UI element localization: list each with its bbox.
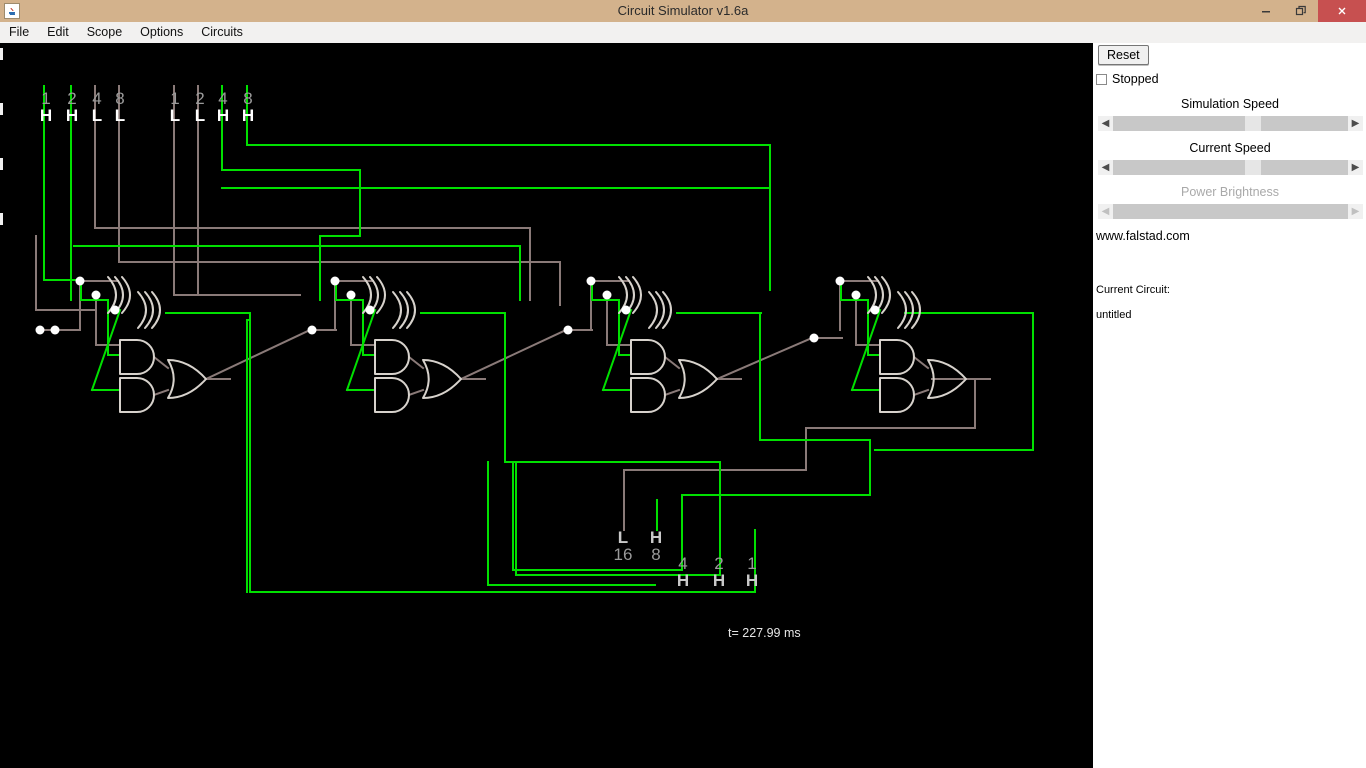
reset-button[interactable]: Reset [1098,45,1149,65]
menu-scope[interactable]: Scope [86,25,123,39]
input-a-3-weight: 8 [115,89,125,108]
output-16-weight: 16 [613,545,633,564]
power-brightness-slider: ◀ ▶ [1098,204,1363,219]
input-b-3: 8 H [239,90,257,124]
input-a-3: 8 L [111,90,129,124]
output-8-weight: 8 [651,545,661,564]
input-b-2-weight: 4 [218,89,228,108]
restore-button[interactable] [1283,0,1318,22]
simulation-speed-right-arrow[interactable]: ▶ [1348,116,1363,131]
app-icon [4,3,20,19]
input-a-0-state: H [39,106,53,125]
current-speed-left-arrow[interactable]: ◀ [1098,160,1113,175]
website-link[interactable]: www.falstad.com [1096,229,1190,243]
input-a-0-weight: 1 [41,89,51,108]
input-b-1-state: L [194,106,206,125]
input-b-1: 2 L [191,90,209,124]
window-title: Circuit Simulator v1.6a [617,3,749,18]
current-circuit-name: untitled [1096,309,1132,321]
input-b-1-weight: 2 [195,89,205,108]
output-4: 4 H [674,555,692,589]
input-a-1-weight: 2 [67,89,77,108]
power-brightness-right-arrow: ▶ [1348,204,1363,219]
input-a-1: 2 H [63,90,81,124]
canvas-left-edge-strip [0,43,3,768]
menu-options[interactable]: Options [140,25,184,39]
simulation-speed-slider[interactable]: ◀ ▶ [1098,116,1363,131]
input-b-0: 1 L [166,90,184,124]
input-b-0-state: L [169,106,181,125]
output-4-state: H [676,571,690,590]
input-a-2-state: L [91,106,103,125]
power-brightness-track [1113,204,1348,219]
input-a-2-weight: 4 [92,89,102,108]
input-a-3-state: L [114,106,126,125]
current-speed-thumb[interactable] [1244,160,1261,175]
simulation-speed-left-arrow[interactable]: ◀ [1098,116,1113,131]
output-2-state: H [712,571,726,590]
simulation-time-label: t= 227.99 ms [728,626,801,640]
current-speed-slider[interactable]: ◀ ▶ [1098,160,1363,175]
menu-bar: File Edit Scope Options Circuits [0,22,1366,44]
power-brightness-left-arrow: ◀ [1098,204,1113,219]
stopped-checkbox-row[interactable]: Stopped [1096,72,1159,86]
menu-circuits[interactable]: Circuits [201,25,243,39]
stopped-label: Stopped [1112,72,1159,86]
stopped-checkbox[interactable] [1096,73,1107,85]
input-b-2: 4 H [214,90,232,124]
current-speed-track[interactable] [1113,160,1348,175]
circuit-schematic [35,85,1034,593]
output-2-weight: 2 [714,554,724,573]
simulation-speed-track[interactable] [1113,116,1348,131]
menu-file[interactable]: File [9,25,30,39]
output-1-weight: 1 [747,554,757,573]
output-8-state: H [649,528,663,547]
current-speed-label: Current Speed [1189,141,1271,155]
output-1: 1 H [743,555,761,589]
window-controls [1248,0,1366,22]
power-brightness-label: Power Brightness [1181,185,1279,199]
output-16-state: L [617,528,629,547]
input-b-2-state: H [216,106,230,125]
control-panel: Reset Stopped Simulation Speed ◀ ▶ Curre… [1092,43,1366,768]
circuit-canvas[interactable]: 1 H 2 H 4 L 8 L 1 L 2 L 4 H 8 H [0,43,1092,768]
current-circuit-label: Current Circuit: [1096,284,1170,296]
input-b-0-weight: 1 [170,89,180,108]
output-1-state: H [745,571,759,590]
output-4-weight: 4 [678,554,688,573]
menu-edit[interactable]: Edit [47,25,69,39]
input-b-3-state: H [241,106,255,125]
output-2: 2 H [710,555,728,589]
output-8: H 8 [646,529,666,563]
current-speed-right-arrow[interactable]: ▶ [1348,160,1363,175]
simulation-speed-label: Simulation Speed [1181,97,1279,111]
output-16: L 16 [611,529,635,563]
input-a-1-state: H [65,106,79,125]
input-a-0: 1 H [37,90,55,124]
close-button[interactable] [1318,0,1366,22]
title-bar: Circuit Simulator v1.6a [0,0,1366,23]
input-b-3-weight: 8 [243,89,253,108]
simulation-speed-thumb[interactable] [1244,116,1261,131]
minimize-button[interactable] [1248,0,1283,22]
input-a-2: 4 L [88,90,106,124]
